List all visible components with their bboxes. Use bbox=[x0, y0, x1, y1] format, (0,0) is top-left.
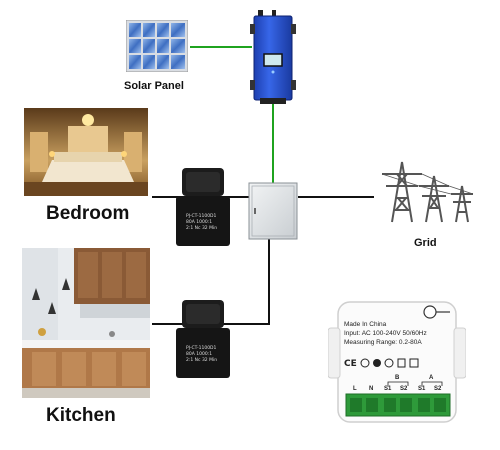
terminal-label-n: N bbox=[369, 386, 374, 392]
kitchen-label: Kitchen bbox=[46, 405, 116, 426]
grid-tie-inverter bbox=[250, 10, 296, 106]
solar-panel-illustration bbox=[125, 19, 189, 73]
smart-energy-meter-module: CE Made In China Input: AC 100-240V 50/6… bbox=[328, 298, 466, 426]
bedroom-label: Bedroom bbox=[46, 203, 130, 224]
module-range-text: Measuring Range: 0.2-80A bbox=[344, 339, 422, 346]
kitchen-photo bbox=[22, 248, 150, 398]
ct-clamp-kitchen: PJ-CT-1100D1 80A 1000:1 2:1 Nc 32 Min bbox=[176, 300, 230, 378]
group-label-b: B bbox=[395, 375, 400, 381]
panel-to-inverter-wire bbox=[190, 46, 252, 48]
inverter-to-box-wire bbox=[272, 104, 274, 184]
module-input-text: Input: AC 100-240V 50/60Hz bbox=[344, 330, 427, 337]
ct-clamp-kitchen-ratio: 80A 1000:1 bbox=[186, 352, 213, 357]
box-down-wire bbox=[268, 238, 270, 324]
terminal-label-a-s1: S1 bbox=[418, 386, 426, 392]
terminal-label-b-s2: S2 bbox=[400, 386, 408, 392]
ct-clamp-bedroom: PJ-CT-1100D1 80A 1000:1 2:1 Nc 32 Min bbox=[176, 168, 230, 246]
power-grid-towers bbox=[372, 156, 480, 226]
distribution-box bbox=[248, 182, 298, 240]
solar-panel-label: Solar Panel bbox=[124, 80, 184, 92]
ct-clamp-bedroom-spec: 2:1 Nc 32 Min bbox=[186, 226, 218, 231]
ct-clamp-bedroom-ratio: 80A 1000:1 bbox=[186, 220, 213, 225]
grid-label: Grid bbox=[414, 237, 437, 249]
box-to-grid-wire bbox=[298, 196, 374, 198]
terminal-label-b-s1: S1 bbox=[384, 386, 392, 392]
ct-clamp-kitchen-model: PJ-CT-1100D1 bbox=[186, 346, 217, 351]
svg-text:CE: CE bbox=[344, 359, 357, 369]
module-origin-text: Made In China bbox=[344, 321, 387, 328]
group-label-a: A bbox=[429, 375, 434, 381]
terminal-label-l: L bbox=[353, 386, 357, 392]
bedroom-photo bbox=[24, 108, 148, 196]
terminal-label-a-s2: S2 bbox=[434, 386, 442, 392]
ct-clamp-bedroom-model: PJ-CT-1100D1 bbox=[186, 214, 217, 219]
ct-clamp-kitchen-spec: 2:1 Nc 32 Min bbox=[186, 358, 218, 363]
